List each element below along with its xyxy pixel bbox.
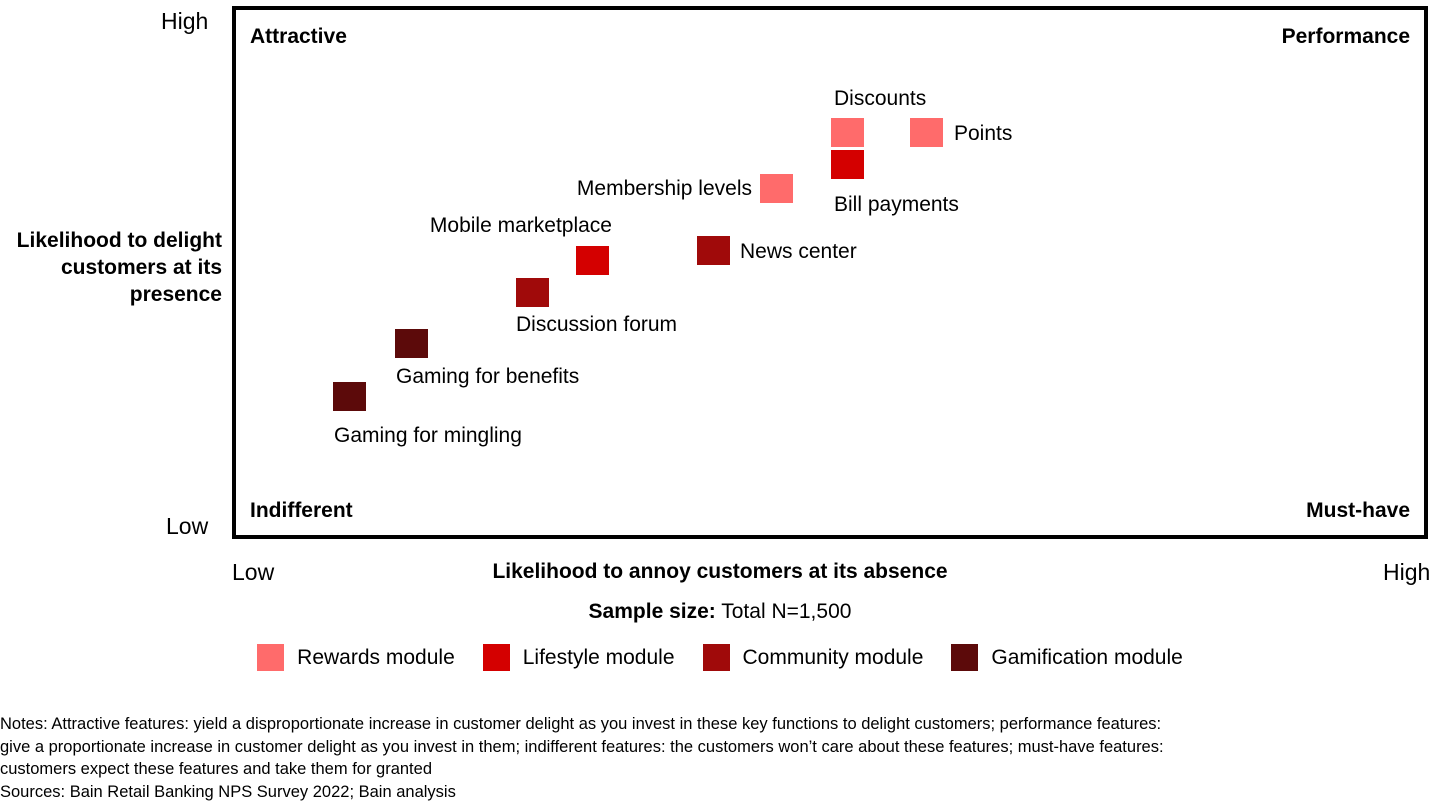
data-point-marker[interactable] [831, 150, 864, 179]
data-point-label: Gaming for mingling [334, 424, 522, 447]
quadrant-label-performance: Performance [1281, 25, 1410, 48]
legend-item[interactable]: Gamification module [951, 644, 1183, 671]
data-point-marker[interactable] [395, 329, 428, 358]
data-point-marker[interactable] [516, 278, 549, 307]
legend-item[interactable]: Lifestyle module [482, 644, 675, 671]
legend-item-label: Gamification module [991, 646, 1183, 669]
data-point-marker[interactable] [333, 382, 366, 411]
data-point-marker[interactable] [910, 118, 943, 147]
data-point-marker[interactable] [576, 246, 609, 275]
data-point-label: Mobile marketplace [429, 214, 612, 237]
quadrant-label-indifferent: Indifferent [250, 499, 353, 522]
legend-swatch-icon [257, 644, 285, 671]
sample-size-note: Sample size: Total N=1,500 [0, 601, 1440, 622]
data-point-marker[interactable] [760, 174, 793, 203]
footnote-line: give a proportionate increase in custome… [0, 737, 1164, 756]
quadrant-label-attractive: Attractive [250, 25, 347, 48]
y-axis-tick-high: High [161, 8, 209, 34]
legend-swatch-icon [702, 644, 730, 671]
legend-swatch-icon [482, 644, 510, 671]
legend-item-label: Lifestyle module [522, 646, 675, 669]
quadrant-label-must-have: Must-have [1306, 499, 1410, 522]
data-point-label: News center [740, 240, 857, 263]
legend-item-label: Rewards module [297, 646, 455, 669]
legend-item[interactable]: Community module [702, 644, 924, 671]
legend-item[interactable]: Rewards module [257, 644, 455, 671]
chart-legend: Rewards module Lifestyle module Community … [0, 644, 1440, 671]
data-point-label: Gaming for benefits [396, 365, 580, 388]
data-point-label: Discussion forum [516, 313, 678, 336]
data-point-label: Points [954, 122, 1013, 145]
footnote-line: customers expect these features and take… [0, 760, 432, 778]
data-point-marker[interactable] [831, 118, 864, 147]
sample-size-label: Sample size: [588, 600, 716, 623]
plot-area: Attractive Performance Indifferent Must-… [232, 6, 1428, 539]
footnotes: Notes: Attractive features: yield a disp… [0, 713, 1440, 803]
x-axis-tick-low: Low [232, 559, 275, 585]
x-axis-tick-high: High [1383, 559, 1431, 585]
data-point-label: Bill payments [834, 193, 959, 216]
data-point-label: Discounts [834, 87, 927, 110]
legend-swatch-icon [951, 644, 979, 671]
footnote-line: Sources: Bain Retail Banking NPS Survey … [0, 782, 456, 801]
data-point-marker[interactable] [697, 236, 730, 265]
x-axis-title: Likelihood to annoy customers at its abs… [492, 560, 948, 583]
legend-item-label: Community module [742, 646, 924, 669]
footnote-line: Notes: Attractive features: yield a disp… [0, 715, 1162, 733]
y-axis-title: Likelihood to delight customers at its p… [16, 229, 222, 306]
y-axis-tick-low: Low [166, 513, 209, 539]
sample-size-value: Total N=1,500 [721, 600, 852, 623]
data-point-label: Membership levels [576, 177, 752, 200]
